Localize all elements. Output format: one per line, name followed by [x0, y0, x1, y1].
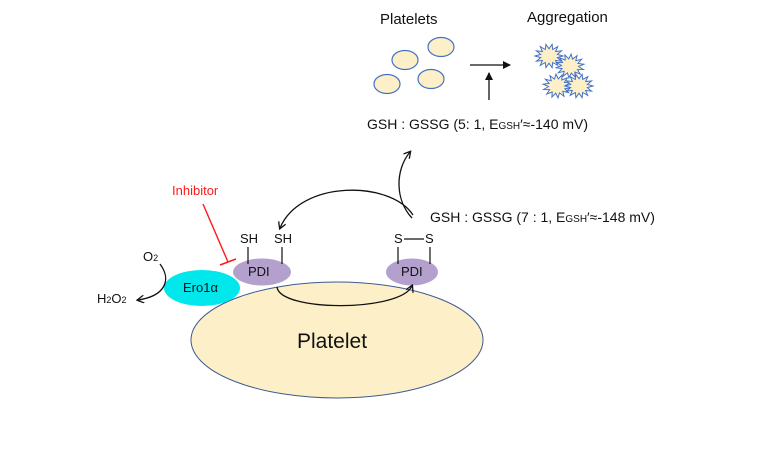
- platelet-label: Platelet: [297, 330, 368, 353]
- platelet-cell: [190, 281, 484, 399]
- pdi-reduced[interactable]: [233, 258, 291, 286]
- eq-prefix: GSH : GSSG (7 : 1, E: [430, 209, 566, 225]
- o2-label: O2: [143, 250, 158, 263]
- gsh-gssg-ratio-membrane: GSH : GSSG (7 : 1, EGSH′≈-148 mV): [430, 210, 655, 225]
- pdi-oxidized[interactable]: [386, 258, 438, 286]
- s-label: S: [394, 231, 403, 246]
- eq-prefix: GSH : GSSG (5: 1, E: [367, 116, 499, 132]
- inhibitor-line: [202, 203, 229, 263]
- aggregated-platelet: [563, 73, 595, 99]
- aggregated-platelet: [533, 43, 565, 69]
- gsh-gssg-ratio-platelets: GSH : GSSG (5: 1, EGSH′≈-140 mV): [367, 117, 588, 132]
- eq-suffix: ′≈-140 mV): [520, 116, 589, 132]
- aggregation-label: Aggregation: [527, 9, 608, 26]
- aggregated-platelet: [554, 52, 586, 80]
- eq-subscript: GSH: [498, 121, 521, 132]
- h2o2-h: H: [97, 291, 107, 306]
- o2-to-h2o2-arrow: [138, 263, 167, 300]
- o2-o: O: [143, 249, 154, 264]
- small-platelet: [417, 68, 445, 90]
- h2o2-subscript: 2: [106, 295, 112, 305]
- h2o2-subscript: 2: [121, 295, 127, 305]
- h2o2-o: O: [111, 291, 122, 306]
- s-label: S: [425, 231, 434, 246]
- oxidation-cycle-arrow: [276, 286, 412, 307]
- aggregated-platelets: [533, 43, 595, 100]
- small-platelet: [427, 36, 455, 58]
- sh-label: SH: [274, 231, 293, 246]
- eq-subscript: GSH: [565, 214, 588, 225]
- ero1a-enzyme[interactable]: [164, 270, 240, 306]
- inhibitor-label: Inhibitor: [172, 183, 219, 198]
- reduction-arrow: [280, 189, 414, 228]
- inhibitor-bar: [219, 258, 237, 266]
- small-platelet: [391, 49, 419, 71]
- redox-shift-arrow: [398, 152, 413, 219]
- small-platelets: [373, 36, 455, 95]
- platelets-label: Platelets: [380, 11, 438, 28]
- h2o2-label: H2O2: [97, 292, 127, 305]
- ero1a-label: Ero1α: [183, 280, 218, 295]
- small-platelet: [373, 73, 401, 95]
- aggregated-platelet: [541, 72, 573, 100]
- pdi-reduced-label: PDI: [248, 264, 270, 279]
- sh-label: SH: [240, 231, 259, 246]
- o2-subscript: 2: [153, 253, 159, 263]
- pdi-oxidized-label: PDI: [401, 264, 423, 279]
- eq-suffix: ′≈-148 mV): [587, 209, 655, 225]
